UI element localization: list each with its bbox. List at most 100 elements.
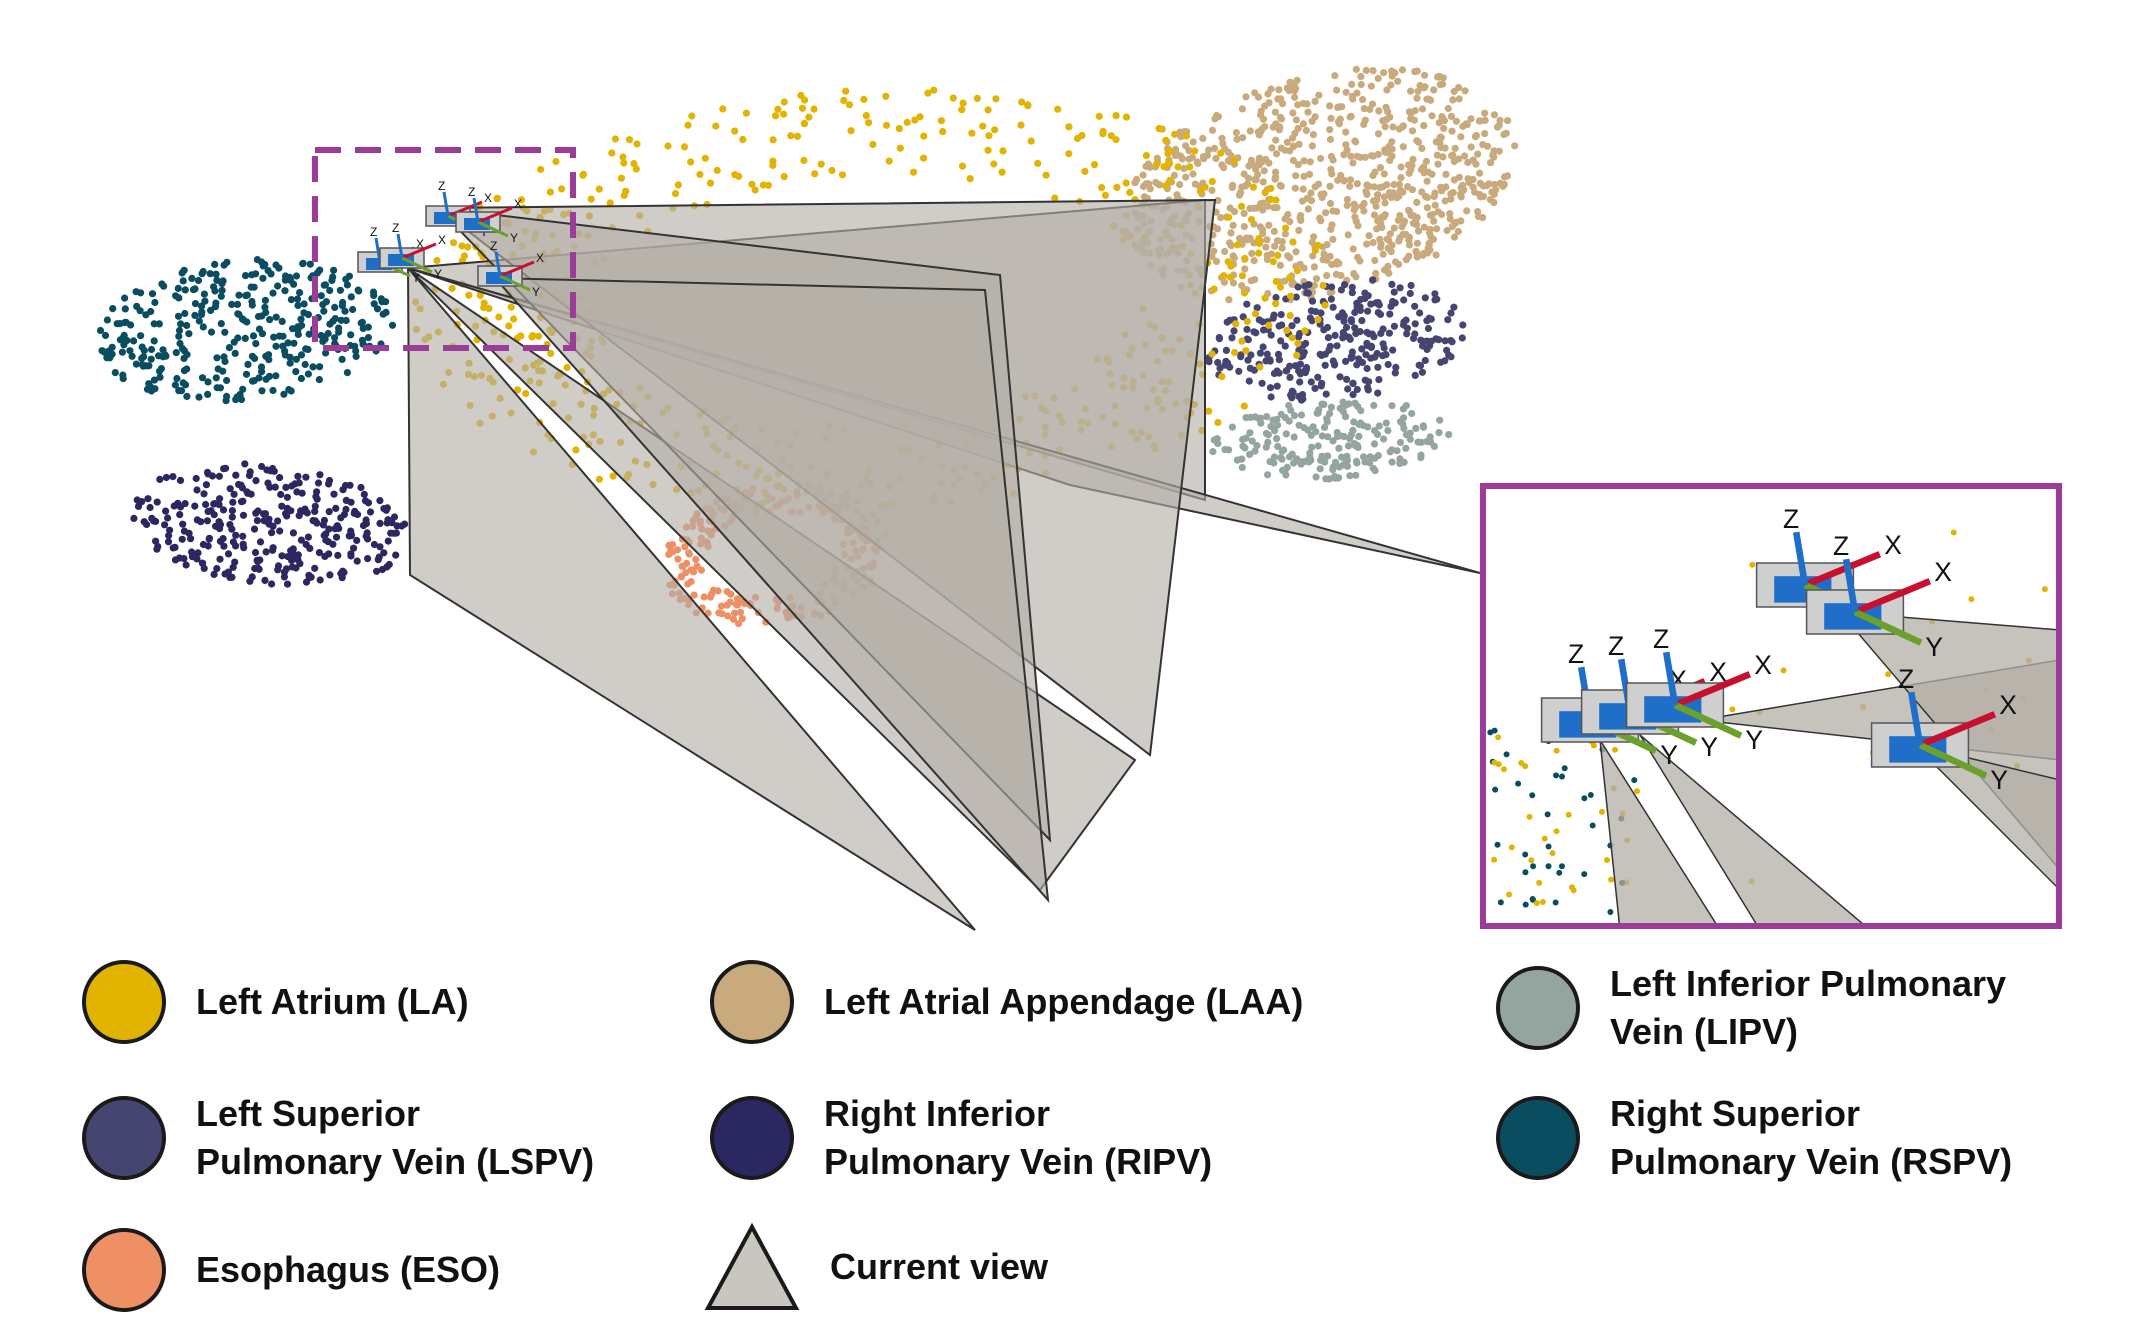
point-laa: [1432, 138, 1440, 146]
point-lspv: [1355, 355, 1363, 363]
point-ripv: [252, 477, 260, 485]
point-laa: [1257, 107, 1265, 115]
inset-point: [1545, 863, 1552, 870]
point-rspv: [335, 328, 343, 336]
point-rspv: [156, 373, 164, 381]
point-laa: [1310, 263, 1318, 271]
point-lspv: [1329, 303, 1337, 311]
point-lspv: [1358, 345, 1366, 353]
point-rspv: [181, 286, 189, 294]
point-laa: [1311, 97, 1319, 105]
point-ripv: [169, 544, 177, 552]
point-lspv: [1441, 337, 1449, 345]
point-la: [1214, 418, 1222, 427]
point-rspv: [177, 387, 186, 395]
y-axis-arrow: [1853, 609, 1923, 646]
point-lipv: [1364, 423, 1372, 431]
point-laa: [1370, 183, 1378, 191]
axis-label-y: Y: [1700, 732, 1718, 762]
point-ripv: [204, 470, 212, 478]
point-ripv: [282, 483, 290, 491]
point-laa: [1433, 225, 1441, 233]
point-rspv: [248, 271, 256, 279]
point-lipv: [1209, 448, 1217, 456]
point-rspv: [121, 305, 129, 313]
point-la: [780, 110, 788, 118]
point-rspv: [189, 286, 198, 294]
point-ripv: [239, 511, 248, 519]
point-lipv: [1426, 433, 1434, 441]
point-lipv: [1388, 402, 1396, 410]
point-ripv: [228, 573, 236, 581]
point-lspv: [1328, 283, 1336, 291]
point-lspv: [1223, 318, 1231, 326]
point-laa: [1305, 170, 1314, 178]
point-rspv: [316, 266, 324, 274]
point-rspv: [211, 287, 219, 295]
point-ripv: [229, 563, 237, 571]
point-laa: [1310, 233, 1318, 241]
point-rspv: [147, 345, 156, 354]
point-laa: [1285, 87, 1293, 95]
point-rspv: [213, 276, 221, 284]
point-lipv: [1322, 475, 1330, 483]
point-laa: [1225, 296, 1233, 304]
point-laa: [1226, 204, 1234, 212]
point-rspv: [130, 337, 138, 345]
point-laa: [1493, 123, 1502, 131]
point-lipv: [1283, 463, 1291, 471]
point-laa: [1335, 120, 1343, 128]
point-ripv: [261, 576, 269, 585]
point-lspv: [1352, 330, 1360, 338]
point-ripv: [296, 560, 304, 568]
point-rspv: [101, 331, 110, 340]
point-la: [1160, 163, 1168, 171]
inset-point: [1515, 780, 1522, 787]
point-lipv: [1323, 418, 1331, 426]
point-rspv: [96, 326, 105, 335]
axis-label-z: Z: [1653, 624, 1669, 654]
point-laa: [1347, 152, 1355, 160]
point-laa: [1256, 223, 1264, 231]
point-lspv: [1364, 292, 1372, 300]
point-la: [911, 116, 919, 124]
point-ripv: [191, 502, 199, 510]
point-lipv: [1273, 435, 1281, 443]
point-laa: [1372, 269, 1380, 277]
point-la: [798, 104, 807, 112]
x-axis-arrow: [477, 206, 513, 224]
point-rspv: [300, 300, 308, 308]
point-la: [505, 322, 513, 330]
point-ripv: [353, 557, 361, 565]
x-axis-arrow: [1673, 671, 1752, 709]
point-ripv: [219, 506, 228, 514]
z-axis-arrow: [442, 191, 450, 217]
point-la: [810, 105, 818, 113]
point-laa: [1333, 86, 1341, 94]
inset-point: [1581, 795, 1588, 802]
point-laa: [1449, 96, 1457, 104]
point-rspv: [293, 295, 302, 303]
point-ripv: [216, 555, 224, 563]
point-laa: [1388, 67, 1396, 75]
point-ripv: [229, 498, 237, 506]
point-laa: [1384, 262, 1392, 270]
point-rspv: [212, 270, 220, 278]
point-la: [984, 106, 992, 114]
point-ripv: [165, 532, 173, 540]
point-laa: [1390, 180, 1398, 189]
point-ripv: [364, 535, 372, 543]
point-la: [828, 166, 836, 175]
point-la: [1283, 326, 1291, 335]
point-cloud-rspv: [96, 256, 397, 405]
point-laa: [1208, 253, 1216, 261]
point-laa: [1299, 185, 1307, 193]
point-laa: [1433, 151, 1441, 159]
point-lspv: [1272, 293, 1280, 302]
point-laa: [1306, 158, 1314, 166]
point-lspv: [1266, 384, 1275, 392]
point-laa: [1176, 181, 1184, 189]
point-eso: [733, 595, 742, 603]
point-rspv: [294, 326, 302, 334]
point-laa: [1476, 169, 1484, 177]
